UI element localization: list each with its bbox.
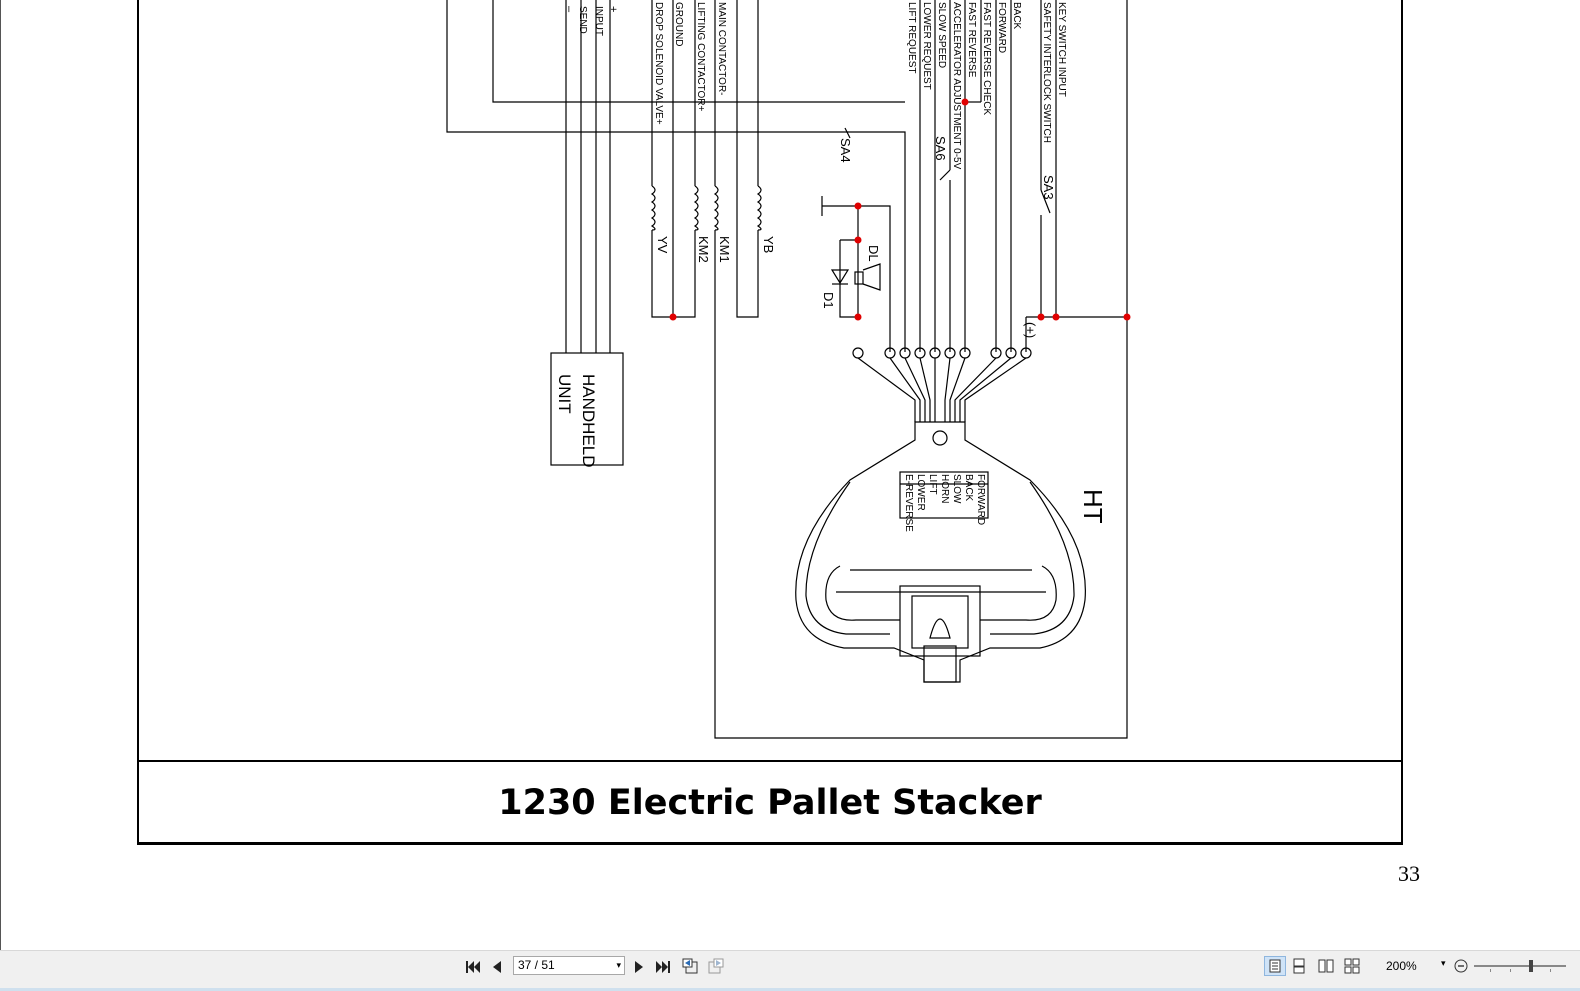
- switch-sa4: [844, 127, 851, 139]
- plus-marker-label: (+): [1023, 322, 1038, 338]
- wire-label: FAST REVERSE: [966, 2, 977, 78]
- junction-dots: [669, 98, 1131, 321]
- coil-label-yv: YV: [655, 236, 670, 254]
- zoom-slider-thumb[interactable]: [1529, 960, 1533, 972]
- single-page-icon[interactable]: [1264, 956, 1286, 976]
- zoom-slider[interactable]: [1474, 965, 1566, 967]
- tiller-handle-drawing: [795, 421, 1086, 683]
- facing-pages-icon[interactable]: [1315, 956, 1337, 976]
- chevron-down-icon[interactable]: ▾: [616, 960, 621, 970]
- switch-label-sa4: SA4: [838, 138, 853, 163]
- document-title: 1230 Electric Pallet Stacker: [498, 782, 1042, 823]
- wire-label: DROP SOLENOID VALVE+: [653, 2, 664, 125]
- handheld-unit-label: UNIT: [555, 374, 574, 414]
- wire-label: FAST REVERSE CHECK: [981, 2, 992, 116]
- wire-label: KEY SWITCH INPUT: [1056, 2, 1067, 97]
- handheld-unit-label: HANDHELD: [579, 374, 598, 468]
- switch-sa3: [1040, 189, 1051, 214]
- diode-label-dl: DL: [866, 245, 881, 262]
- diode-label-d1: D1: [821, 292, 836, 309]
- continuous-facing-icon[interactable]: [1341, 956, 1363, 976]
- legend-item: BACK: [963, 474, 974, 502]
- title-block: 1230 Electric Pallet Stacker: [137, 760, 1403, 845]
- switch-sa6: [939, 169, 951, 181]
- first-page-icon[interactable]: [462, 957, 484, 977]
- wire-label: FORWARD: [996, 2, 1007, 53]
- wire-label: ACCELERATOR ADJUSTMENT 0-5V: [951, 2, 962, 170]
- handle-legend-box: [899, 471, 989, 519]
- zoom-dropdown-icon[interactable]: ▾: [1441, 958, 1446, 968]
- drawing-frame: [137, 0, 1403, 844]
- pin-plus-label: +: [607, 6, 619, 12]
- zoom-level[interactable]: 200%: [1386, 959, 1417, 973]
- page-number: 33: [1398, 861, 1420, 886]
- coil-label-yb: YB: [761, 236, 776, 253]
- page-number-field[interactable]: 37 / 51 ▾: [513, 956, 625, 975]
- wiring-schematic: – SEND INPUT + DROP SOLENOID VALVE+ GROU…: [446, 0, 1131, 739]
- pin-minus-label: –: [563, 6, 575, 13]
- switch-label-sa3: SA3: [1041, 175, 1056, 200]
- page-number-value: 37 / 51: [518, 958, 555, 972]
- wire-inner-loop: [492, 0, 905, 103]
- wire-label: SAFETY INTERLOCK SWITCH: [1041, 2, 1052, 143]
- legend-item: LOWER: [915, 474, 926, 511]
- legend-item: LIFT: [927, 474, 938, 495]
- wire-label: LIFT REQUEST: [906, 2, 917, 74]
- coil-label-km2: KM2: [696, 236, 711, 263]
- zoom-slider-tick: [1490, 969, 1491, 972]
- zoom-slider-tick: [1510, 969, 1511, 972]
- page-navigation-toolbar: [0, 950, 1580, 991]
- next-page-icon[interactable]: [628, 957, 650, 977]
- next-view-icon[interactable]: [705, 956, 727, 976]
- continuous-page-icon[interactable]: [1288, 956, 1310, 976]
- coil-label-km1: KM1: [717, 236, 732, 263]
- legend-item: E-REVERSE: [903, 474, 914, 532]
- legend-item: SLOW: [951, 474, 962, 504]
- wire-outer-loop: [446, 0, 906, 352]
- pin-input-label: INPUT: [593, 6, 604, 36]
- wire-label: LOWER REQUEST: [921, 2, 932, 90]
- zoom-out-icon[interactable]: [1450, 956, 1472, 976]
- handheld-unit-box: [550, 352, 624, 466]
- switch-label-sa6: SA6: [933, 136, 948, 161]
- wire-label: LIFTING CONTACTOR+: [695, 2, 706, 112]
- previous-view-icon[interactable]: [679, 956, 701, 976]
- last-page-icon[interactable]: [652, 957, 674, 977]
- toolbar-divider: [0, 988, 1580, 991]
- previous-page-icon[interactable]: [486, 957, 508, 977]
- wire-label: MAIN CONTACTOR-: [716, 2, 727, 96]
- legend-item: FORWARD: [975, 474, 986, 525]
- legend-item: HORN: [939, 474, 950, 503]
- handle-label-ht: HT: [1078, 489, 1108, 524]
- document-viewport[interactable]: – SEND INPUT + DROP SOLENOID VALVE+ GROU…: [0, 0, 1580, 950]
- pin-send-label: SEND: [577, 6, 588, 34]
- wire-label: GROUND: [673, 2, 684, 46]
- wire-label: BACK: [1011, 2, 1022, 30]
- zoom-slider-tick: [1550, 969, 1551, 972]
- page-edge: [0, 0, 1, 950]
- wire-label: SLOW SPEED: [936, 2, 947, 68]
